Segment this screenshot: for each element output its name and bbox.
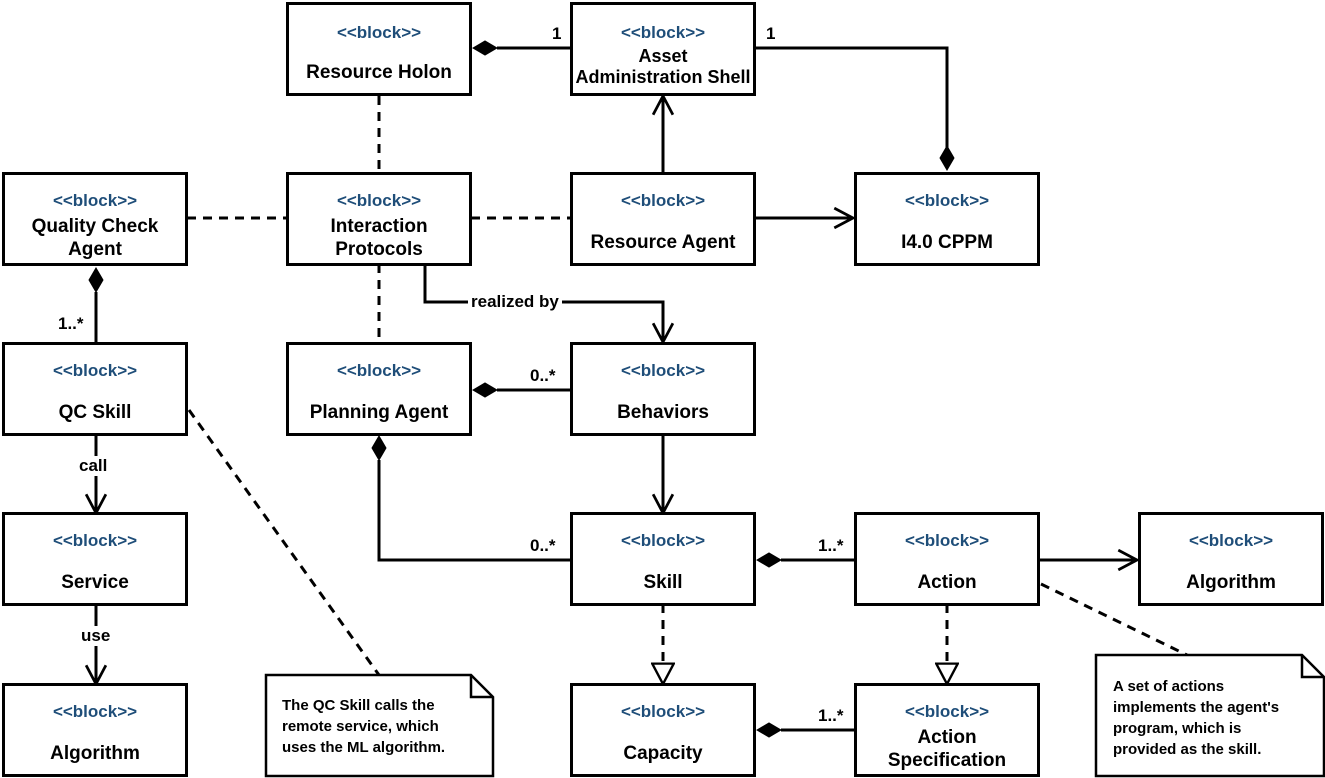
block-asset-administration-shell[interactable]: <<block>> Asset Administration Shell <box>570 2 756 96</box>
multiplicity-skill: 0..* <box>530 536 556 555</box>
multiplicity-qc-skill: 1..* <box>58 314 84 333</box>
note-line: implements the agent's <box>1113 699 1280 716</box>
block-interaction-protocols[interactable]: <<block>> Interaction Protocols <box>286 172 472 266</box>
block-name: I4.0 CPPM <box>901 232 993 253</box>
diamond-planning-v <box>371 435 387 461</box>
block-name: Algorithm <box>1186 572 1276 593</box>
block-name: QC Skill <box>58 402 132 423</box>
note-line: remote service, which <box>282 718 439 735</box>
block-resource-agent[interactable]: <<block>> Resource Agent <box>570 172 756 266</box>
qc-note-fold <box>469 675 493 699</box>
dash-action-note <box>1040 582 1188 657</box>
multiplicity-behaviors: 0..* <box>530 366 556 385</box>
block-action-specification[interactable]: <<block>> Action Specification <box>854 683 1040 777</box>
block-service[interactable]: <<block>> Service <box>2 512 188 606</box>
block-behaviors[interactable]: <<block>> Behaviors <box>570 342 756 436</box>
block-algorithm-right[interactable]: <<block>> Algorithm <box>1138 512 1324 606</box>
block-name: Capacity <box>623 743 703 764</box>
block-algorithm-left[interactable]: <<block>> Algorithm <box>2 683 188 777</box>
diamond-capacity <box>756 722 782 738</box>
block-name: Skill <box>643 572 683 593</box>
note-line: A set of actions <box>1113 678 1225 695</box>
edge-aas-cppm <box>755 46 949 148</box>
block-name-line1: Action <box>917 727 977 748</box>
stereotype-label: <<block>> <box>52 531 138 550</box>
stereotype-label: <<block>> <box>620 23 706 42</box>
stereotype-label: <<block>> <box>620 191 706 210</box>
block-name: Action <box>917 572 977 593</box>
block-name: Service <box>61 572 129 593</box>
stereotype-label: <<block>> <box>620 531 706 550</box>
stereotype-label: <<block>> <box>336 191 422 210</box>
multiplicity-action-spec: 1..* <box>818 706 844 725</box>
stereotype-label: <<block>> <box>1188 531 1274 550</box>
action-note-fold <box>1300 655 1324 679</box>
stereotype-label: <<block>> <box>904 531 990 550</box>
action-note-shape <box>1094 653 1325 778</box>
stereotype-label: <<block>> <box>52 361 138 380</box>
stereotype-label: <<block>> <box>52 191 138 210</box>
stereotype-label: <<block>> <box>620 361 706 380</box>
block-capacity[interactable]: <<block>> Capacity <box>570 683 756 777</box>
block-qc-skill[interactable]: <<block>> QC Skill <box>2 342 188 436</box>
block-name: Behaviors <box>617 402 709 423</box>
block-name: Planning Agent <box>309 402 449 423</box>
block-name: Resource Agent <box>590 232 736 253</box>
block-name-line1: Asset <box>638 46 688 66</box>
stereotype-label: <<block>> <box>336 361 422 380</box>
dash-qcskill-note <box>187 409 381 676</box>
block-name-line2: Agent <box>68 239 122 260</box>
multiplicity-action: 1..* <box>818 536 844 555</box>
block-name-line1: Quality Check <box>31 216 159 237</box>
block-name: Resource Holon <box>306 62 452 83</box>
multiplicity-aas-cppm: 1 <box>766 24 776 43</box>
note-line: program, which is <box>1113 720 1242 737</box>
diamond-cppm <box>939 145 955 171</box>
block-i40-cppm[interactable]: <<block>> I4.0 CPPM <box>854 172 1040 266</box>
edge-label-call: call <box>76 456 111 476</box>
block-name-line1: Interaction <box>330 216 428 237</box>
block-resource-holon[interactable]: <<block>> Resource Holon <box>286 2 472 96</box>
stereotype-label: <<block>> <box>336 23 422 42</box>
block-name-line2: Specification <box>887 750 1007 771</box>
multiplicity-rh-aas: 1 <box>552 24 562 43</box>
note-line: provided as the skill. <box>1113 741 1262 758</box>
block-action[interactable]: <<block>> Action <box>854 512 1040 606</box>
block-name: Algorithm <box>50 743 140 764</box>
block-name-line2: Protocols <box>335 239 423 260</box>
block-name-line2: Administration Shell <box>575 67 751 87</box>
note-line: The QC Skill calls the <box>282 697 435 714</box>
qc-note-shape <box>264 673 495 778</box>
stereotype-label: <<block>> <box>904 191 990 210</box>
block-skill[interactable]: <<block>> Skill <box>570 512 756 606</box>
diamond-qc <box>88 267 104 293</box>
block-quality-check-agent[interactable]: <<block>> Quality Check Agent <box>2 172 188 266</box>
diamond-rh <box>472 40 498 56</box>
note-line: uses the ML algorithm. <box>282 739 446 756</box>
edge-label-realized-by: realized by <box>468 292 562 312</box>
stereotype-label: <<block>> <box>904 702 990 721</box>
diamond-skill <box>756 552 782 568</box>
edge-label-use: use <box>78 626 114 646</box>
stereotype-label: <<block>> <box>52 702 138 721</box>
block-planning-agent[interactable]: <<block>> Planning Agent <box>286 342 472 436</box>
stereotype-label: <<block>> <box>620 702 706 721</box>
diamond-planning-h <box>472 382 498 398</box>
edge-planning-skill <box>377 460 571 562</box>
